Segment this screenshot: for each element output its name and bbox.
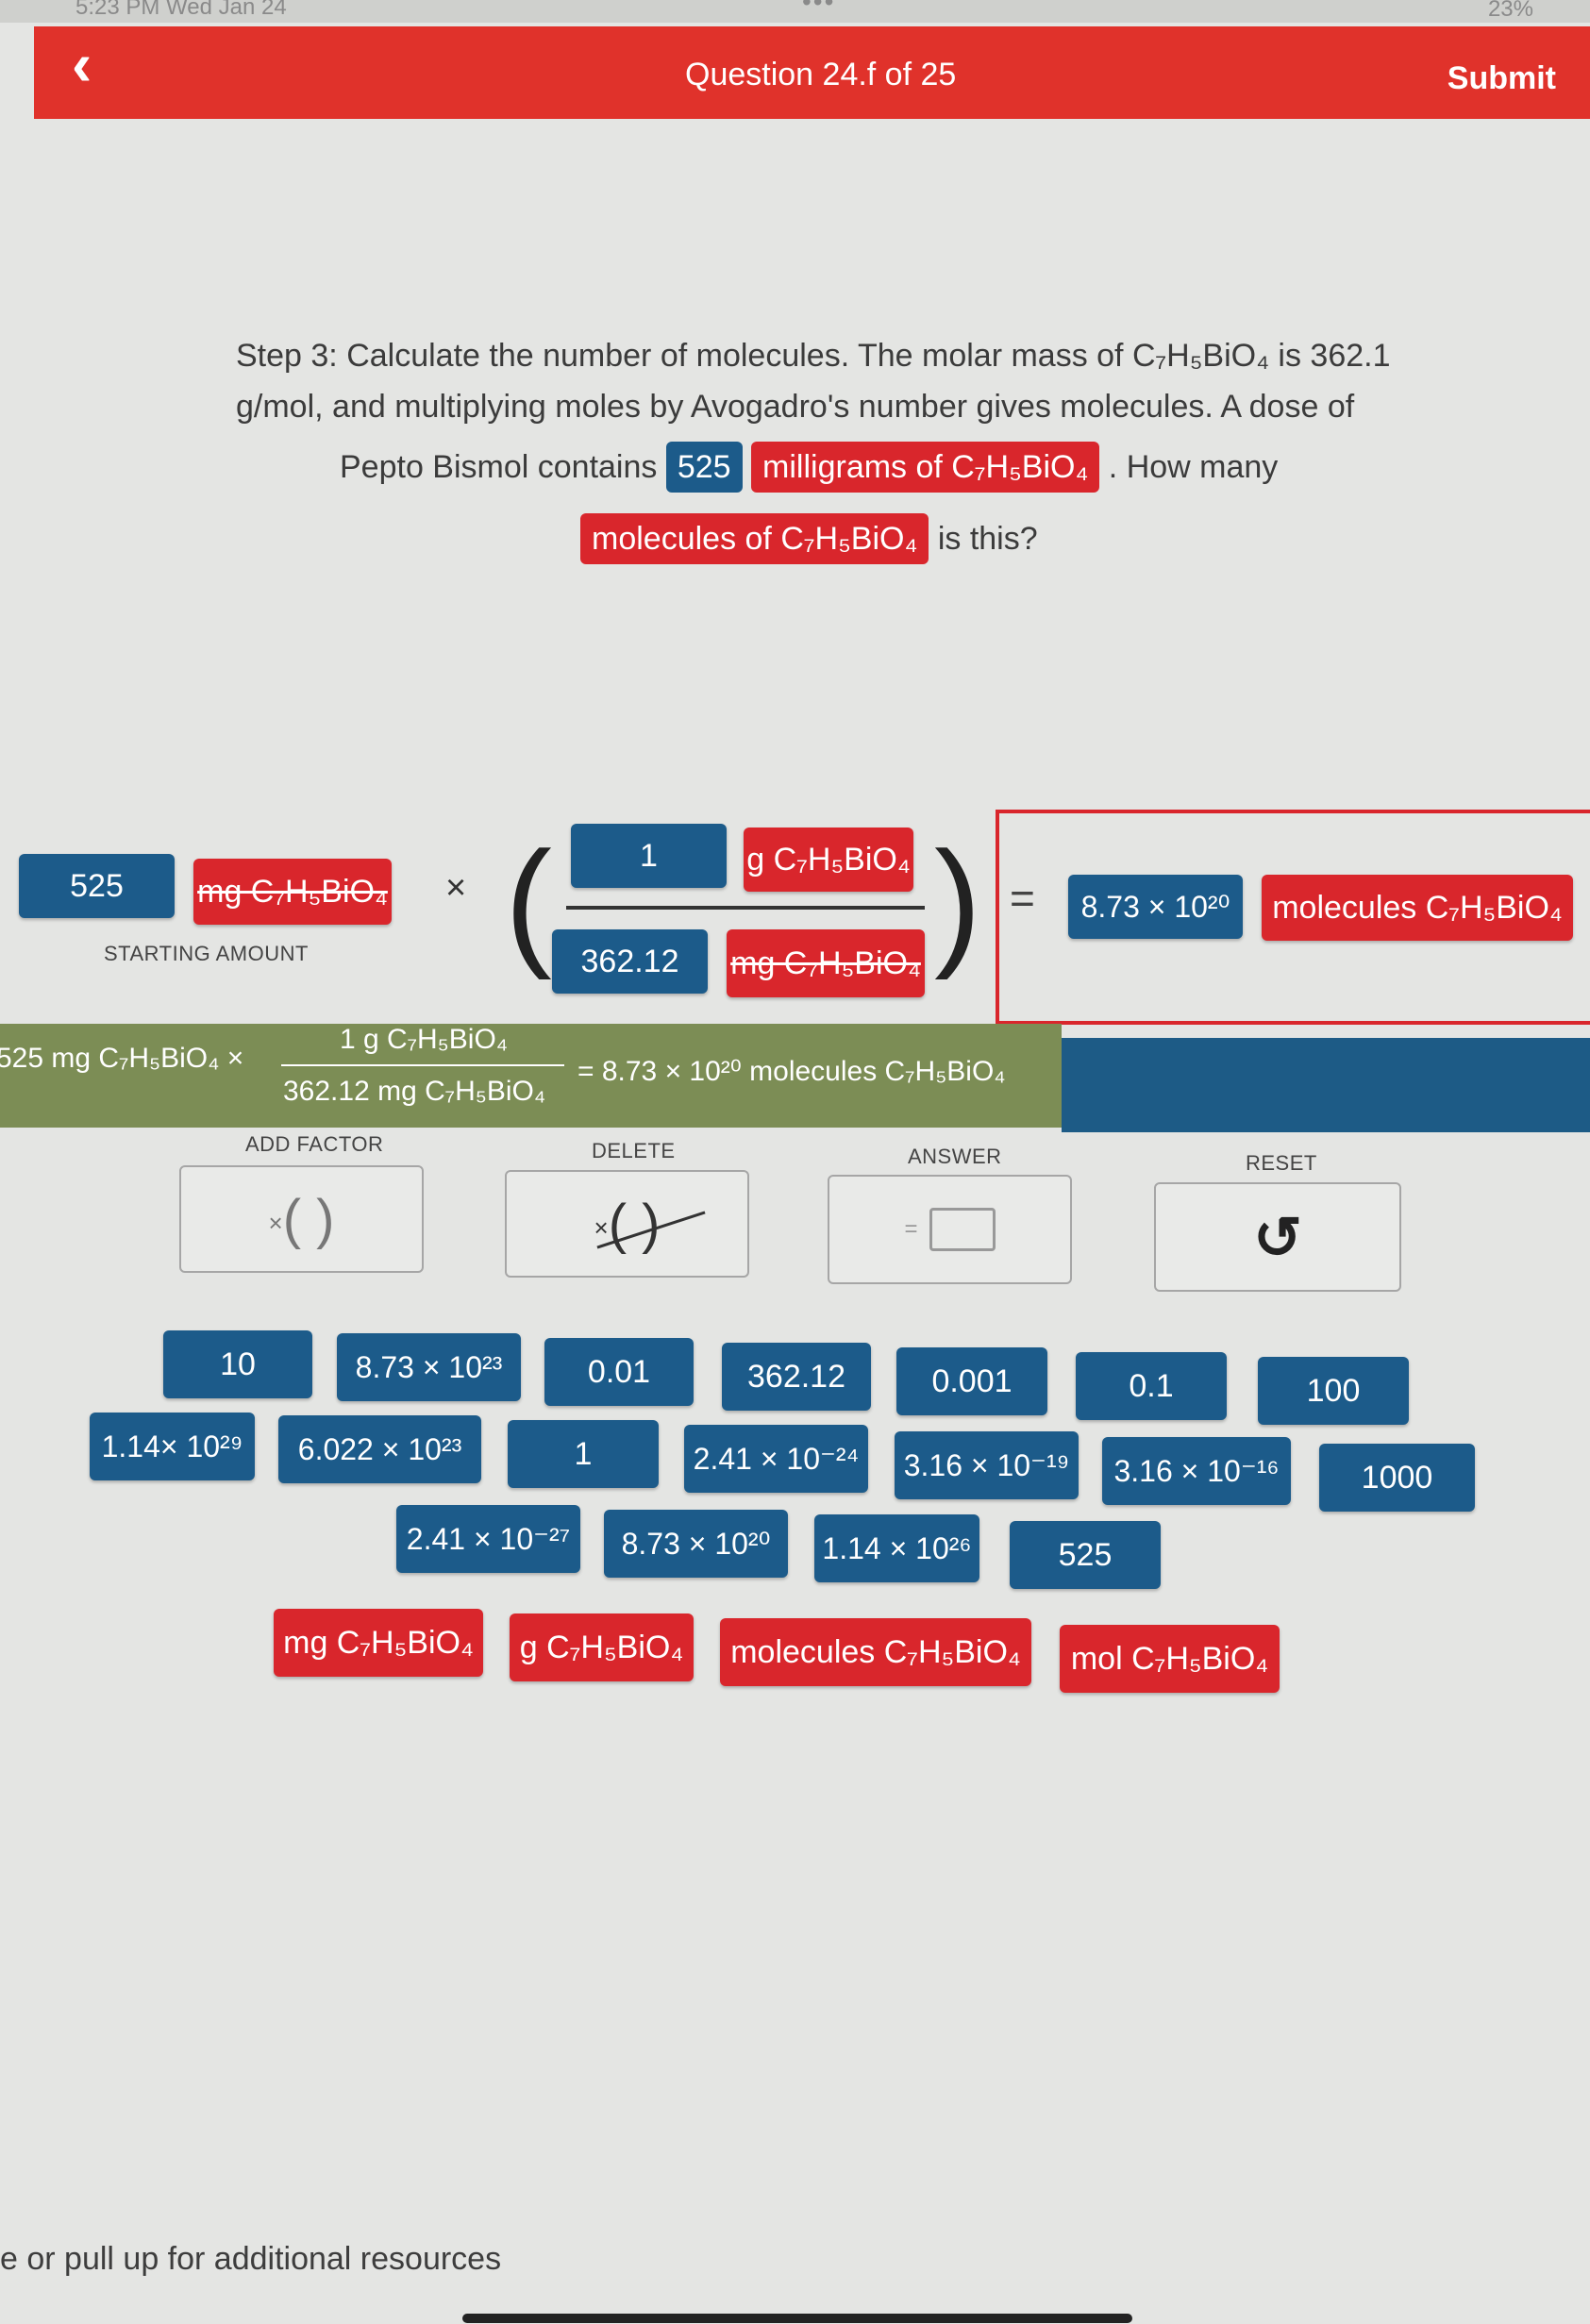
status-time: 5:23 PM Wed Jan 24 <box>75 0 287 20</box>
denominator-unit-label: mg C₇H₅BiO₄ <box>730 945 921 981</box>
times-sign: × <box>445 868 467 908</box>
numerator-unit-tile[interactable]: g C₇H₅BiO₄ <box>744 828 913 892</box>
delete-label: DELETE <box>592 1139 676 1162</box>
answer-box <box>996 810 1590 1025</box>
prompt-text: Pepto Bismol contains <box>340 449 658 485</box>
result-denominator: 362.12 mg C₇H₅BiO₄ <box>283 1076 546 1107</box>
result-banner: 525 mg C₇H₅BiO₄ × 1 g C₇H₅BiO₄ 362.12 mg… <box>0 1024 1062 1128</box>
bank-number-tile[interactable]: 6.022 × 10²³ <box>278 1415 481 1483</box>
answer-box-icon: = <box>904 1208 996 1251</box>
answer-value-tile[interactable]: 8.73 × 10²⁰ <box>1068 875 1243 939</box>
home-indicator[interactable] <box>462 2314 1132 2323</box>
bank-number-tile[interactable]: 8.73 × 10²⁰ <box>604 1510 788 1578</box>
prompt-line-4: molecules of C₇H₅BiO₄ is this? <box>236 513 1397 564</box>
answer-button[interactable]: = <box>828 1175 1072 1284</box>
result-left: 525 mg C₇H₅BiO₄ × <box>0 1043 244 1074</box>
reset-button[interactable]: ↺ <box>1154 1182 1401 1292</box>
question-prompt: Step 3: Calculate the number of molecule… <box>236 330 1397 564</box>
prompt-line-3: Pepto Bismol contains 525 milligrams of … <box>236 442 1397 493</box>
target-chip: molecules of C₇H₅BiO₄ <box>580 513 929 564</box>
prompt-text: . How many <box>1108 449 1279 485</box>
reset-icon: ↺ <box>1253 1205 1302 1271</box>
answer-unit-tile[interactable]: molecules C₇H₅BiO₄ <box>1262 875 1573 941</box>
delete-factor-icon: ×( ) <box>594 1193 706 1256</box>
reset-label: RESET <box>1246 1151 1317 1175</box>
add-factor-button[interactable]: ×( ) <box>179 1165 424 1273</box>
bank-number-tile[interactable]: 1.14× 10²⁹ <box>90 1413 255 1480</box>
bank-number-tile[interactable]: 0.1 <box>1076 1352 1227 1420</box>
bank-number-tile[interactable]: 10 <box>163 1330 312 1398</box>
back-chevron-icon[interactable]: ‹ <box>72 30 92 98</box>
bank-number-tile[interactable]: 1 <box>508 1420 659 1488</box>
bank-unit-tile[interactable]: g C₇H₅BiO₄ <box>510 1613 694 1681</box>
bank-unit-tile[interactable]: mg C₇H₅BiO₄ <box>274 1609 483 1677</box>
bank-number-tile[interactable]: 362.12 <box>722 1343 871 1411</box>
unit-chip: milligrams of C₇H₅BiO₄ <box>751 442 1100 493</box>
starting-unit-label: mg C₇H₅BiO₄ <box>197 873 388 910</box>
more-dots-icon: ••• <box>802 0 836 16</box>
denominator-unit-tile[interactable]: mg C₇H₅BiO₄ <box>727 929 925 997</box>
header-bar: ‹ Question 24.f of 25 Submit <box>34 26 1590 119</box>
bank-number-tile[interactable]: 525 <box>1010 1521 1161 1589</box>
prompt-line-1: Step 3: Calculate the number of molecule… <box>236 338 1391 374</box>
battery-level: 23% <box>1487 0 1533 22</box>
answer-label: ANSWER <box>908 1145 1002 1168</box>
numerator-value-tile[interactable]: 1 <box>571 824 727 888</box>
bank-number-tile[interactable]: 3.16 × 10⁻¹⁶ <box>1102 1437 1291 1505</box>
open-paren: ( <box>505 822 552 980</box>
starting-value-tile[interactable]: 525 <box>19 854 175 918</box>
bank-number-tile[interactable]: 1.14 × 10²⁶ <box>814 1514 979 1582</box>
bank-number-tile[interactable]: 1000 <box>1319 1444 1475 1512</box>
bank-number-tile[interactable]: 0.01 <box>544 1338 694 1406</box>
bank-number-tile[interactable]: 8.73 × 10²³ <box>337 1333 521 1401</box>
denominator-value-tile[interactable]: 362.12 <box>552 929 708 994</box>
prompt-text: is this? <box>937 521 1038 557</box>
equals-sign: = <box>1010 874 1035 923</box>
bank-number-tile[interactable]: 0.001 <box>896 1347 1047 1415</box>
add-factor-icon: ×( ) <box>268 1188 335 1250</box>
result-fraction-bar <box>281 1064 564 1066</box>
result-right: = 8.73 × 10²⁰ molecules C₇H₅BiO₄ <box>577 1056 1006 1087</box>
starting-amount-label: STARTING AMOUNT <box>104 942 309 965</box>
bank-number-tile[interactable]: 2.41 × 10⁻²⁷ <box>396 1505 580 1573</box>
result-banner-right <box>1062 1038 1590 1132</box>
starting-unit-tile[interactable]: mg C₇H₅BiO₄ <box>193 859 392 925</box>
status-bar: 5:23 PM Wed Jan 24 ••• 23% <box>0 0 1590 23</box>
bank-number-tile[interactable]: 100 <box>1258 1357 1409 1425</box>
delete-button[interactable]: ×( ) <box>505 1170 749 1278</box>
question-title: Question 24.f of 25 <box>685 57 957 92</box>
bank-unit-tile[interactable]: mol C₇H₅BiO₄ <box>1060 1625 1280 1693</box>
bank-unit-tile[interactable]: molecules C₇H₅BiO₄ <box>720 1618 1031 1686</box>
amount-chip: 525 <box>665 442 743 493</box>
submit-button[interactable]: Submit <box>1447 60 1556 96</box>
prompt-line-2: g/mol, and multiplying moles by Avogadro… <box>236 389 1355 425</box>
add-factor-label: ADD FACTOR <box>245 1132 384 1156</box>
bank-number-tile[interactable]: 2.41 × 10⁻²⁴ <box>684 1425 868 1493</box>
fraction-bar <box>566 906 925 910</box>
footer-hint: e or pull up for additional resources <box>0 2241 502 2277</box>
close-paren: ) <box>934 822 981 980</box>
result-numerator: 1 g C₇H₅BiO₄ <box>340 1024 509 1055</box>
bank-number-tile[interactable]: 3.16 × 10⁻¹⁹ <box>895 1431 1079 1499</box>
